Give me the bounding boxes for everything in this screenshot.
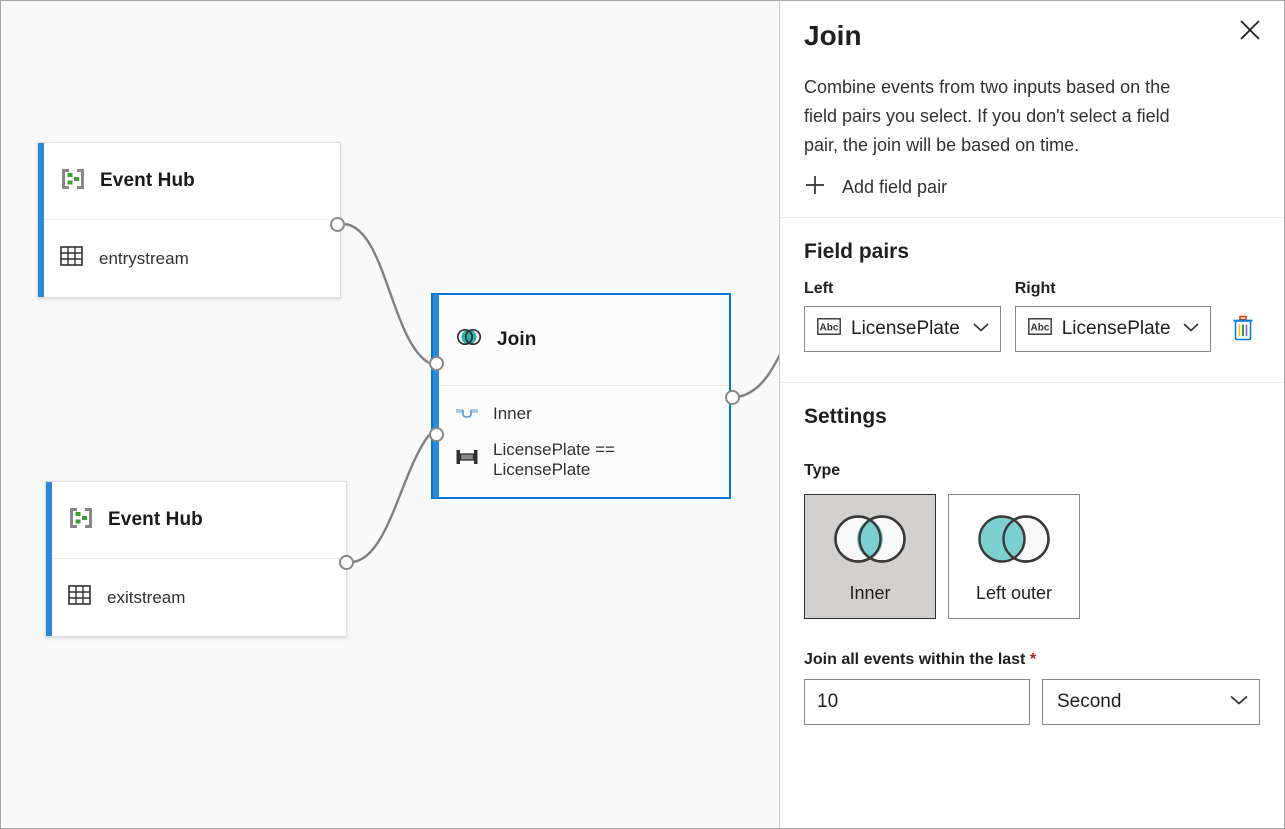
- edge-exitstream-to-join: [352, 434, 430, 564]
- node-title: Event Hub: [100, 170, 195, 191]
- right-field-dropdown[interactable]: Abc LicensePlate: [1014, 306, 1212, 352]
- panel-header: Join: [780, 1, 1284, 55]
- left-field-column: Left Abc LicensePlate: [804, 280, 1001, 352]
- svg-text:Abc: Abc: [820, 323, 839, 334]
- right-field-value: LicensePlate: [1061, 318, 1171, 339]
- node-accent-bar: [38, 143, 44, 297]
- abc-string-icon: Abc: [1027, 318, 1052, 340]
- close-button[interactable]: [1232, 13, 1268, 49]
- node-subtitle: exitstream: [107, 587, 186, 607]
- node-accent-bar: [46, 482, 52, 636]
- field-pairs-section: Field pairs Left Abc LicensePlate: [780, 218, 1284, 352]
- chevron-down-icon: [1229, 693, 1249, 711]
- flow-canvas[interactable]: Event Hub entrystream: [0, 0, 780, 829]
- page-title: Join: [804, 20, 862, 51]
- divider: [780, 217, 1284, 218]
- node-event-hub-entrystream[interactable]: Event Hub entrystream: [37, 142, 341, 298]
- node-header: Event Hub: [44, 143, 340, 220]
- input-port-join-bottom[interactable]: [429, 427, 444, 442]
- event-hub-icon: [68, 506, 94, 535]
- right-label: Right: [1014, 280, 1056, 297]
- field-pair-row: Left Abc LicensePlate: [804, 280, 1260, 352]
- required-marker: *: [1029, 651, 1037, 668]
- svg-text:Abc: Abc: [1030, 323, 1049, 334]
- join-condition-row: LicensePlate == LicensePlate: [455, 440, 713, 480]
- join-venn-icon: [455, 326, 483, 353]
- node-accent-bar: [433, 295, 439, 497]
- settings-title: Settings: [804, 405, 887, 428]
- table-icon: [68, 584, 91, 611]
- join-type-options: Inner Left outer: [804, 494, 1260, 619]
- plus-icon: [804, 174, 826, 201]
- inner-join-icon: [455, 403, 479, 426]
- node-join[interactable]: Join Inner: [431, 293, 731, 499]
- output-port-entrystream[interactable]: [330, 217, 345, 232]
- node-title: Join: [497, 328, 537, 350]
- input-port-join-top[interactable]: [429, 356, 444, 371]
- panel-description: Combine events from two inputs based on …: [804, 77, 1171, 155]
- event-hub-icon: [60, 167, 86, 196]
- join-type-inner-option[interactable]: Inner: [804, 494, 936, 619]
- join-type-inner-label: Inner: [849, 582, 891, 603]
- join-properties-panel: Join Combine events from two inputs base…: [780, 0, 1285, 829]
- node-subrow: exitstream: [52, 559, 346, 636]
- field-pair-icon: [455, 448, 479, 471]
- right-field-column: Right Abc LicensePlate: [1014, 280, 1212, 352]
- join-type-left-outer-option[interactable]: Left outer: [948, 494, 1080, 619]
- edge-entrystream-to-join: [344, 222, 430, 365]
- join-window-label: Join all events within the last: [804, 651, 1026, 668]
- node-event-hub-exitstream[interactable]: Event Hub exitstream: [45, 481, 347, 637]
- chevron-down-icon: [1182, 320, 1200, 338]
- delete-field-pair-button[interactable]: [1225, 306, 1260, 352]
- join-window-unit-value: Second: [1057, 691, 1122, 712]
- abc-string-icon: Abc: [817, 318, 841, 340]
- left-outer-join-venn-icon: [968, 510, 1060, 573]
- inner-join-venn-icon: [824, 510, 916, 573]
- left-field-value: LicensePlate: [851, 318, 960, 339]
- left-label: Left: [804, 280, 834, 297]
- add-field-pair-button[interactable]: Add field pair: [780, 160, 1284, 217]
- type-label: Type: [804, 462, 841, 479]
- node-subtitle: entrystream: [99, 248, 189, 268]
- join-window-unit-dropdown[interactable]: Second: [1042, 679, 1260, 725]
- close-icon: [1239, 19, 1261, 44]
- edge-join-output: [736, 353, 779, 399]
- join-type-left-outer-label: Left outer: [975, 582, 1053, 603]
- left-field-dropdown[interactable]: Abc LicensePlate: [804, 306, 1001, 352]
- node-title: Event Hub: [108, 509, 203, 530]
- join-window-value-input[interactable]: [804, 679, 1030, 725]
- settings-section: Settings Type Inner: [780, 383, 1284, 725]
- node-header: Event Hub: [52, 482, 346, 559]
- table-icon: [60, 245, 83, 272]
- trash-icon: [1231, 315, 1255, 344]
- output-port-exitstream[interactable]: [339, 555, 354, 570]
- output-port-join[interactable]: [725, 390, 740, 405]
- field-pairs-title: Field pairs: [804, 240, 910, 263]
- join-type-label: Inner: [493, 404, 532, 424]
- node-subrow: entrystream: [44, 220, 340, 297]
- node-details: Inner LicensePlate == LicensePlate: [439, 386, 729, 497]
- join-window-controls: Second: [804, 679, 1260, 725]
- node-header: Join: [439, 295, 729, 386]
- chevron-down-icon: [972, 320, 990, 338]
- join-type-row: Inner: [455, 403, 713, 426]
- add-field-pair-label: Add field pair: [842, 177, 948, 197]
- join-condition-label: LicensePlate == LicensePlate: [493, 439, 615, 479]
- divider: [780, 382, 1284, 383]
